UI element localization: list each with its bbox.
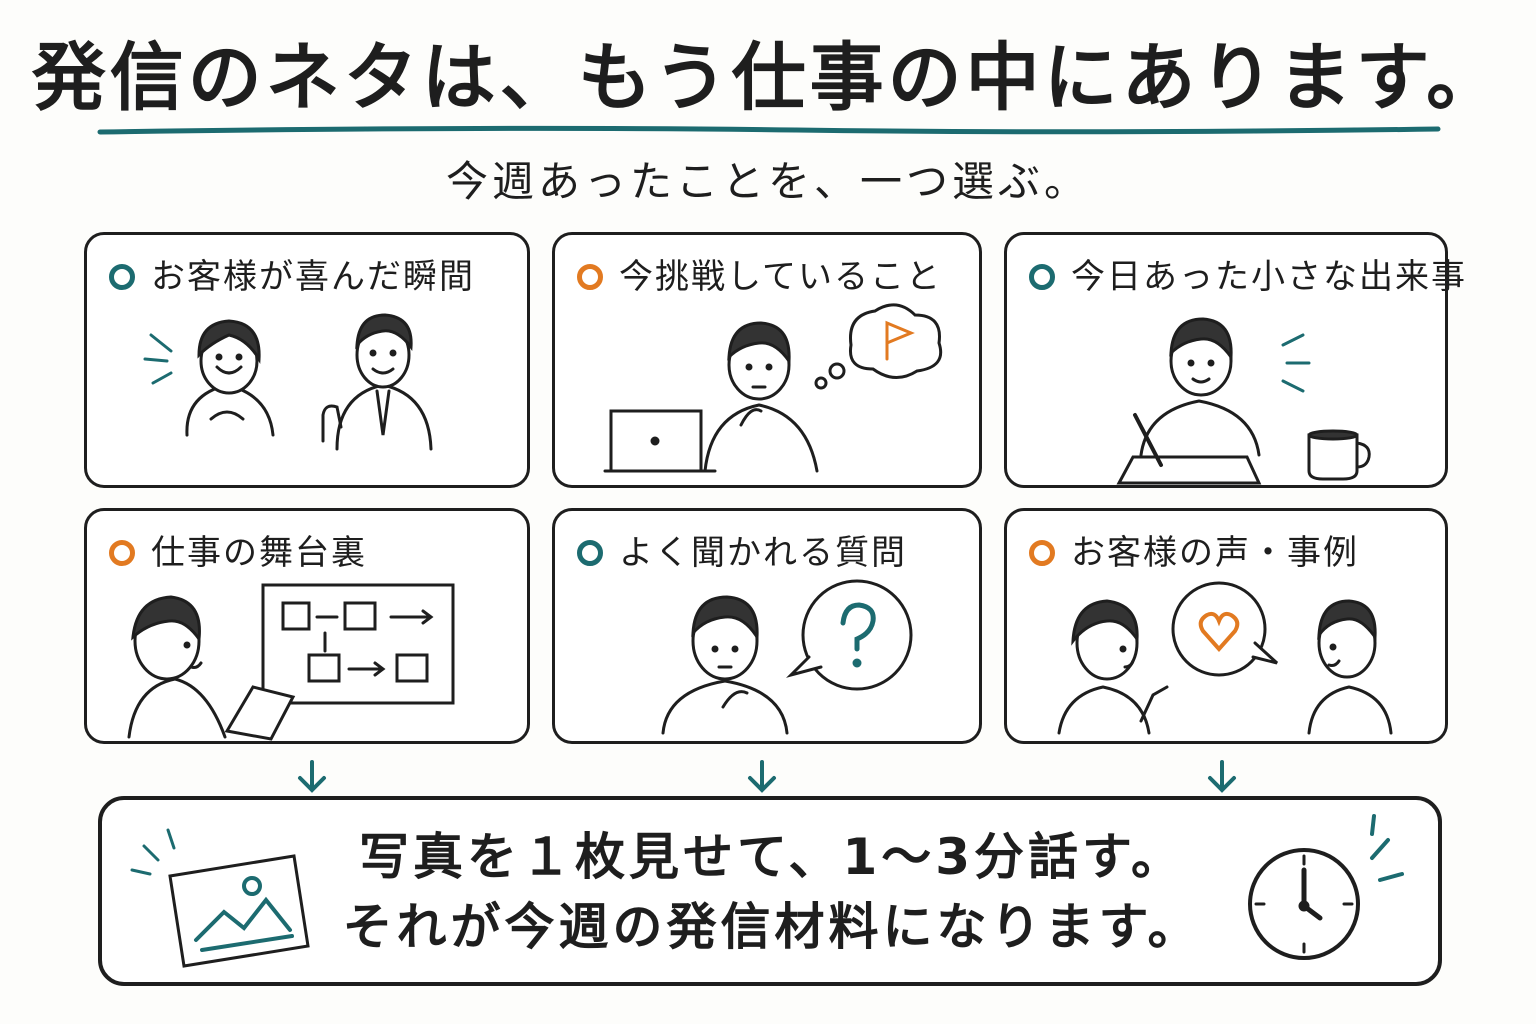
card-label: 仕事の舞台裏 — [151, 533, 367, 573]
down-arrow-icon — [1208, 760, 1236, 793]
circle-marker-icon — [1029, 540, 1055, 566]
card-happy-customer[interactable]: お客様が喜んだ瞬間 — [84, 232, 530, 488]
photo-icon — [130, 828, 310, 968]
down-arrow-icon — [748, 760, 776, 793]
down-arrow-icon — [298, 760, 326, 793]
circle-marker-icon — [577, 540, 603, 566]
thinking-at-laptop-illustration — [603, 303, 943, 473]
page-subtitle: 今週あったことを、一つ選ぶ。 — [445, 157, 1090, 206]
card-label: お客様が喜んだ瞬間 — [151, 257, 475, 297]
customer-voice-heart-illustration — [1057, 581, 1393, 735]
writing-notebook-illustration — [1116, 317, 1371, 485]
title-underline — [97, 125, 1441, 135]
card-customer-voice[interactable]: お客様の声・事例 — [1004, 508, 1448, 744]
summary-line-2: それが今週の発信材料になります。 — [342, 898, 1202, 956]
card-current-challenge[interactable]: 今挑戦していること — [552, 232, 982, 488]
circle-marker-icon — [577, 264, 603, 290]
card-label: お客様の声・事例 — [1071, 533, 1359, 573]
card-small-event[interactable]: 今日あった小さな出来事 — [1004, 232, 1465, 488]
summary-line-1: 写真を１枚見せて、1～3分話す。 — [358, 828, 1186, 886]
card-faq[interactable]: よく聞かれる質問 — [552, 508, 982, 744]
circle-marker-icon — [1029, 264, 1055, 290]
card-label: よく聞かれる質問 — [619, 533, 907, 573]
card-label: 今日あった小さな出来事 — [1071, 257, 1467, 297]
circle-marker-icon — [109, 540, 135, 566]
question-bubble-illustration — [661, 579, 913, 735]
explaining-flowchart-illustration — [127, 583, 455, 741]
happy-customer-and-staff-illustration — [143, 313, 433, 451]
clock-icon — [1248, 814, 1404, 960]
circle-marker-icon — [109, 264, 135, 290]
page-title: 発信のネタは、もう仕事の中にあります。 — [31, 35, 1505, 121]
card-label: 今挑戦していること — [619, 257, 942, 297]
card-behind-the-scenes[interactable]: 仕事の舞台裏 — [84, 508, 530, 744]
summary-panel: 写真を１枚見せて、1～3分話す。 それが今週の発信材料になります。 — [98, 796, 1442, 986]
